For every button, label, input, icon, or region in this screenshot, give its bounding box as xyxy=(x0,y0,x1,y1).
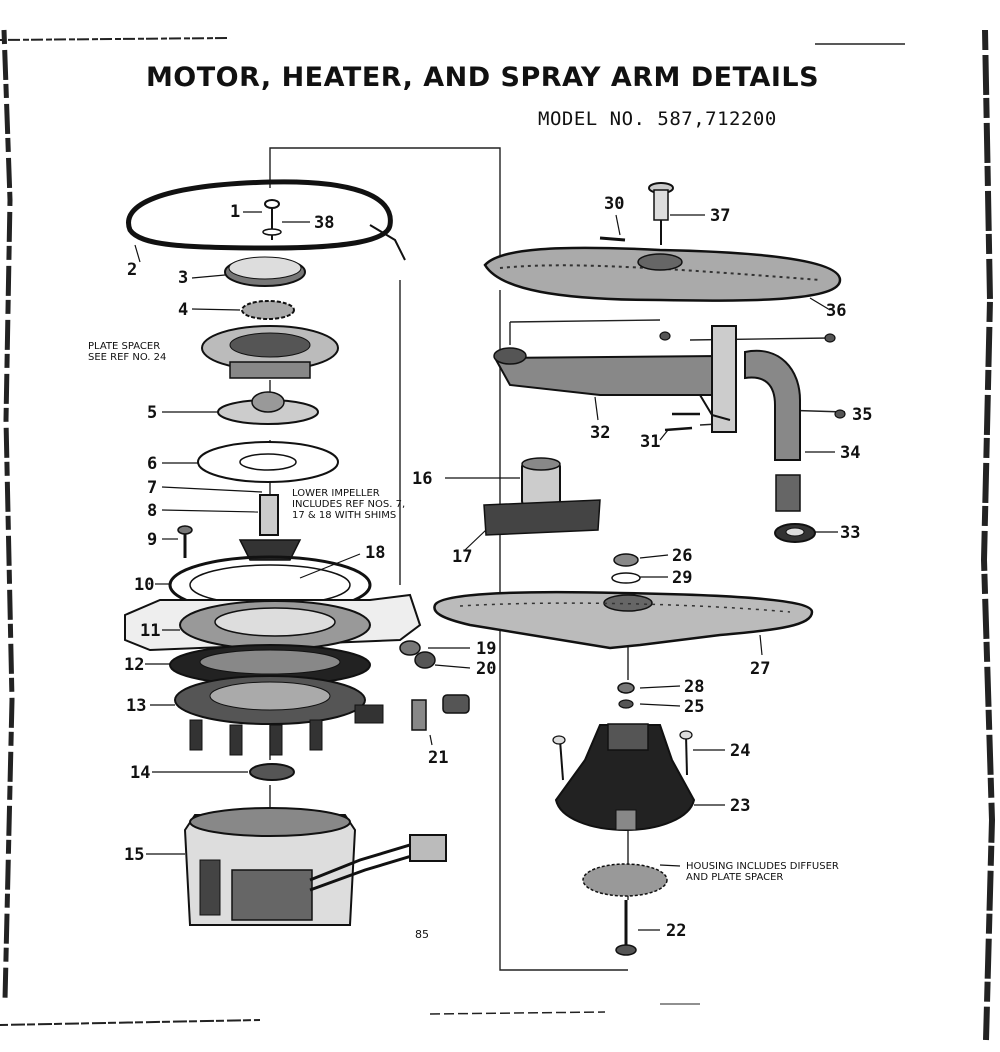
callout-28: 28 xyxy=(684,677,704,697)
callout-3: 3 xyxy=(178,268,188,288)
callout-14: 14 xyxy=(130,763,150,783)
callout-26: 26 xyxy=(672,546,692,566)
callout-17: 17 xyxy=(452,547,472,567)
part-manifold-32 xyxy=(493,325,737,433)
callout-36: 36 xyxy=(826,301,846,321)
callout-18: 18 xyxy=(365,543,385,563)
part-impeller-8 xyxy=(238,494,302,561)
note-housing: HOUSING INCLUDES DIFFUSER AND PLATE SPAC… xyxy=(686,861,839,883)
callout-9: 9 xyxy=(147,530,157,550)
part-gasket-ring xyxy=(126,179,406,261)
callout-1: 1 xyxy=(230,202,240,222)
callout-38: 38 xyxy=(314,213,334,233)
callout-10: 10 xyxy=(134,575,154,595)
part-cap-26-29 xyxy=(611,553,641,709)
model-number: MODEL NO. 587,712200 xyxy=(538,108,777,130)
part-screw-9 xyxy=(177,525,193,558)
callout-20: 20 xyxy=(476,659,496,679)
callout-30: 30 xyxy=(604,194,624,214)
part-heater-16 xyxy=(521,457,561,507)
callout-29: 29 xyxy=(672,568,692,588)
callout-32: 32 xyxy=(590,423,610,443)
note-line: HOUSING INCLUDES DIFFUSER xyxy=(686,861,839,872)
callout-23: 23 xyxy=(730,796,750,816)
note-plate-spacer: PLATE SPACER SEE REF NO. 24 xyxy=(88,341,166,363)
callout-8: 8 xyxy=(147,501,157,521)
part-seal-14 xyxy=(249,763,295,781)
part-spring-21 xyxy=(411,694,470,731)
part-upper-spray-arm-36 xyxy=(483,246,842,302)
callout-6: 6 xyxy=(147,454,157,474)
leader-lines xyxy=(134,211,838,931)
callout-37: 37 xyxy=(710,206,730,226)
callout-11: 11 xyxy=(140,621,160,641)
part-pump-base-11 xyxy=(124,593,422,652)
callout-27: 27 xyxy=(750,659,770,679)
part-nut-37 xyxy=(648,182,674,245)
note-line: AND PLATE SPACER xyxy=(686,872,784,883)
diagram-title: MOTOR, HEATER, AND SPRAY ARM DETAILS xyxy=(145,62,820,93)
callout-7: 7 xyxy=(147,478,157,498)
callout-5: 5 xyxy=(147,403,157,423)
callout-34: 34 xyxy=(840,443,860,463)
part-plate-6 xyxy=(197,441,339,483)
part-disk-3 xyxy=(224,256,306,287)
callout-4: 4 xyxy=(178,300,188,320)
note-line: PLATE SPACER xyxy=(88,341,161,352)
part-pump-housing-23 xyxy=(554,723,696,832)
callout-15: 15 xyxy=(124,845,144,865)
part-clip-19-20 xyxy=(399,640,436,669)
part-filter-17 xyxy=(483,499,601,536)
part-diffuser xyxy=(582,863,668,897)
part-seal-5 xyxy=(217,391,319,425)
part-housing-13 xyxy=(174,675,384,756)
note-lower-impeller: LOWER IMPELLER INCLUDES REF NOS. 7, 17 &… xyxy=(292,488,405,521)
part-plate-spacer xyxy=(201,325,339,379)
note-line: LOWER IMPELLER xyxy=(292,488,380,499)
part-screw-30 xyxy=(599,236,626,242)
part-gasket-12 xyxy=(169,644,371,686)
note-line: INCLUDES REF NOS. 7, xyxy=(292,499,406,510)
callout-31: 31 xyxy=(640,432,660,452)
callout-35: 35 xyxy=(852,405,872,425)
callout-12: 12 xyxy=(124,655,144,675)
part-coupling-33 xyxy=(774,474,816,543)
drawing-code: 85 xyxy=(415,928,429,941)
part-motor-15 xyxy=(183,807,447,926)
part-bolts-24 xyxy=(552,730,693,781)
note-line: 17 & 18 WITH SHIMS xyxy=(292,510,397,521)
callout-33: 33 xyxy=(840,523,860,543)
part-screws-31-35 xyxy=(659,331,846,432)
part-bolt-22 xyxy=(615,900,637,956)
callout-2: 2 xyxy=(127,260,137,280)
callout-21: 21 xyxy=(428,748,448,768)
callout-22: 22 xyxy=(666,921,686,941)
part-screw-38 xyxy=(262,199,282,240)
callout-24: 24 xyxy=(730,741,750,761)
callout-25: 25 xyxy=(684,697,704,717)
part-gear-4 xyxy=(241,300,295,320)
callout-numbers: 1 2 3 4 5 6 7 8 9 10 11 12 13 14 15 16 1… xyxy=(124,194,872,941)
note-line: SEE REF NO. 24 xyxy=(88,352,167,363)
callout-19: 19 xyxy=(476,639,496,659)
scan-edge-marks xyxy=(0,29,996,1041)
part-elbow-34 xyxy=(744,349,801,461)
callout-16: 16 xyxy=(412,469,432,489)
part-lower-spray-arm-27 xyxy=(433,590,814,650)
callout-13: 13 xyxy=(126,696,146,716)
